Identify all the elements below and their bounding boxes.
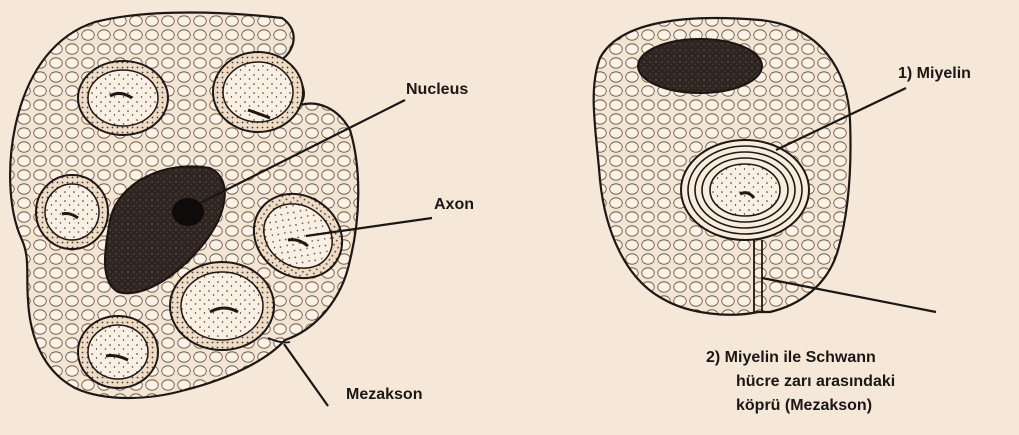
axon-top-left (78, 61, 168, 135)
axon-bottom-left (78, 316, 158, 388)
axon-bottom-mid (170, 262, 274, 350)
axon-top-right (213, 52, 303, 132)
left-schwann-cell (10, 13, 359, 399)
myelin-sheath (681, 140, 809, 240)
nucleus-label: Nucleus (406, 79, 468, 101)
mesaxon-bridge-caption: 2) Miyelin ile Schwann hücre zarı arasın… (706, 346, 895, 418)
bridge-caption-line-2: hücre zarı arasındaki (706, 370, 895, 394)
bridge-caption-line-3: köprü (Mezakson) (706, 394, 895, 418)
mesaxon-leader-line (284, 344, 328, 406)
axon-mid-left (36, 175, 108, 249)
bridge-caption-line-1: 2) Miyelin ile Schwann (706, 346, 895, 370)
right-schwann-cell (594, 18, 851, 315)
mesaxon-label: Mezakson (346, 384, 422, 406)
myelinated-axon (710, 164, 780, 216)
right-nucleus (638, 39, 762, 93)
myelin-label: 1) Miyelin (898, 63, 971, 85)
axon-label: Axon (434, 194, 474, 216)
